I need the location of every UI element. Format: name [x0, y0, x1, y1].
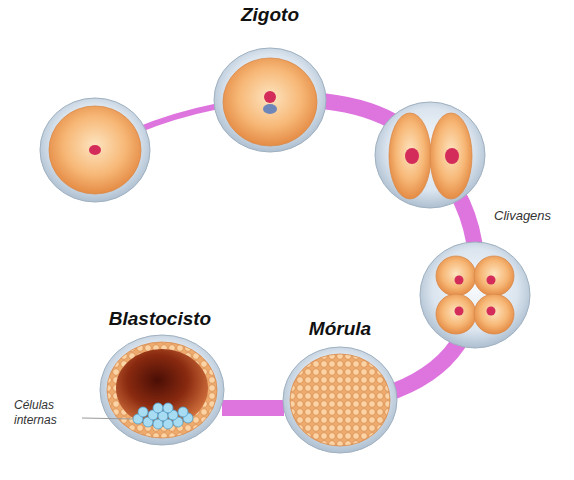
- leader-line: [82, 418, 134, 419]
- text-row: Blastocisto: [98, 308, 222, 331]
- stage-name: Blastocisto: [109, 308, 211, 331]
- blastomere: [474, 294, 514, 334]
- zona-pellucida: [214, 48, 326, 152]
- blastomere: [474, 256, 514, 296]
- nucleus: [455, 276, 464, 285]
- nucleus: [445, 148, 459, 164]
- inner-cell: [138, 407, 148, 417]
- inner-cell: [178, 407, 188, 417]
- four-cell-embryo: [420, 242, 530, 348]
- two-cell-embryo: [375, 102, 485, 208]
- nucleus: [487, 276, 496, 285]
- cytoplasm: [49, 106, 141, 194]
- inner-cell: [163, 403, 173, 413]
- nucleus: [487, 307, 496, 316]
- zona-pellucida: [375, 102, 485, 208]
- zona-pellucida: [420, 242, 530, 348]
- blastomere: [436, 256, 476, 296]
- development-band: [222, 400, 284, 416]
- text-row: Zigoto: [212, 4, 328, 27]
- zona-pellucida: [40, 98, 150, 202]
- cell-mass: [290, 354, 390, 446]
- blastomere: [389, 113, 431, 199]
- oocyte-cell: [40, 98, 150, 202]
- zona-pellucida: [283, 347, 397, 453]
- nucleus: [455, 307, 464, 316]
- pronucleus: [264, 91, 276, 103]
- blastocoel: [116, 349, 208, 427]
- inner-cell: [153, 403, 163, 413]
- stage-label-node: Zigoto: [212, 4, 328, 154]
- stage-name: Zigoto: [241, 4, 299, 27]
- stage-name: Mórula: [309, 318, 371, 341]
- blastomere: [436, 294, 476, 334]
- pronucleus: [263, 104, 277, 114]
- morula-embryo: [283, 347, 397, 453]
- nucleus: [89, 145, 101, 155]
- cytoplasm: [223, 58, 317, 146]
- blastomere: [430, 113, 472, 199]
- callout-label: Células internas: [14, 398, 78, 428]
- inner-cell-mass: [133, 403, 193, 429]
- stage-label-node: Mórula: [284, 318, 396, 454]
- stage-note: Clivagens: [494, 208, 570, 224]
- trophoblast: [107, 342, 217, 438]
- blastocyst-embryo: [100, 335, 224, 445]
- zona-pellucida: [100, 335, 224, 445]
- zygote-cell: [214, 48, 326, 152]
- text-row: Mórula: [284, 318, 396, 341]
- nucleus: [405, 148, 419, 164]
- stage-label-node: Blastocisto: [98, 308, 222, 448]
